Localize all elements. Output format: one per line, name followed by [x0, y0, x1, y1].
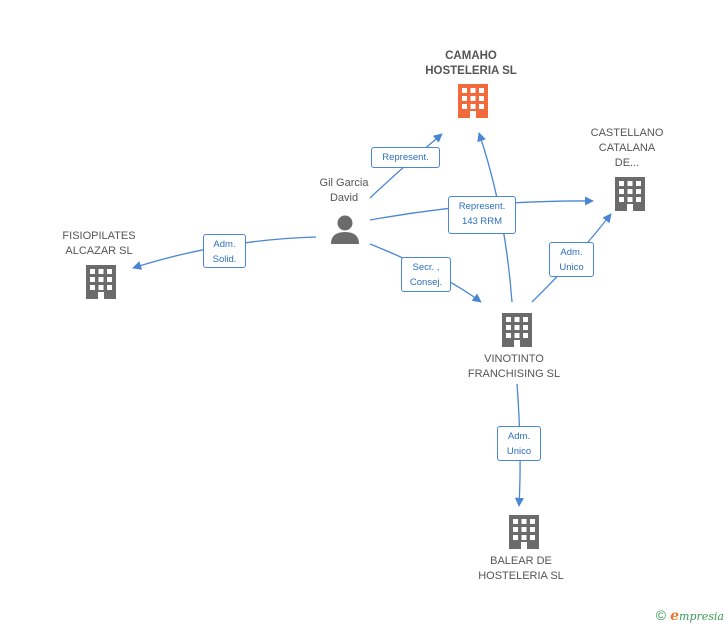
edge-label-vinotinto-castellano: Adm. Unico: [549, 242, 594, 277]
copyright-icon: ©: [655, 607, 667, 623]
building-icon[interactable]: [502, 313, 532, 347]
edge-label-gil-fisiopilates: Adm. Solid.: [203, 234, 246, 268]
edge-label-gil-vinotinto: Secr. , Consej.: [401, 257, 451, 292]
node-label-gil[interactable]: Gil Garcia David: [319, 177, 369, 204]
brand-watermark[interactable]: ©empresia: [656, 607, 724, 624]
person-icon[interactable]: [331, 215, 359, 245]
brand-logo: empresia: [670, 608, 724, 624]
building-icon[interactable]: [86, 265, 116, 299]
building-icon[interactable]: [509, 515, 539, 549]
edge-label-gil-castellano: Represent. 143 RRM: [448, 196, 516, 234]
building-icon[interactable]: [458, 84, 488, 118]
node-label-vinotinto[interactable]: VINOTINTO FRANCHISING SL: [467, 353, 561, 380]
node-label-camaho[interactable]: CAMAHO HOSTELERIA SL: [425, 50, 517, 77]
building-icon[interactable]: [615, 177, 645, 211]
edge-label-vinotinto-balear: Adm. Unico: [497, 426, 541, 461]
node-label-balear[interactable]: BALEAR DE HOSTELERIA SL: [478, 555, 564, 582]
edge-label-gil-camaho: Represent.: [371, 147, 440, 168]
node-label-fisiopilates[interactable]: FISIOPILATES ALCAZAR SL: [62, 230, 136, 257]
node-label-castellano[interactable]: CASTELLANO CATALANA DE...: [590, 127, 664, 169]
